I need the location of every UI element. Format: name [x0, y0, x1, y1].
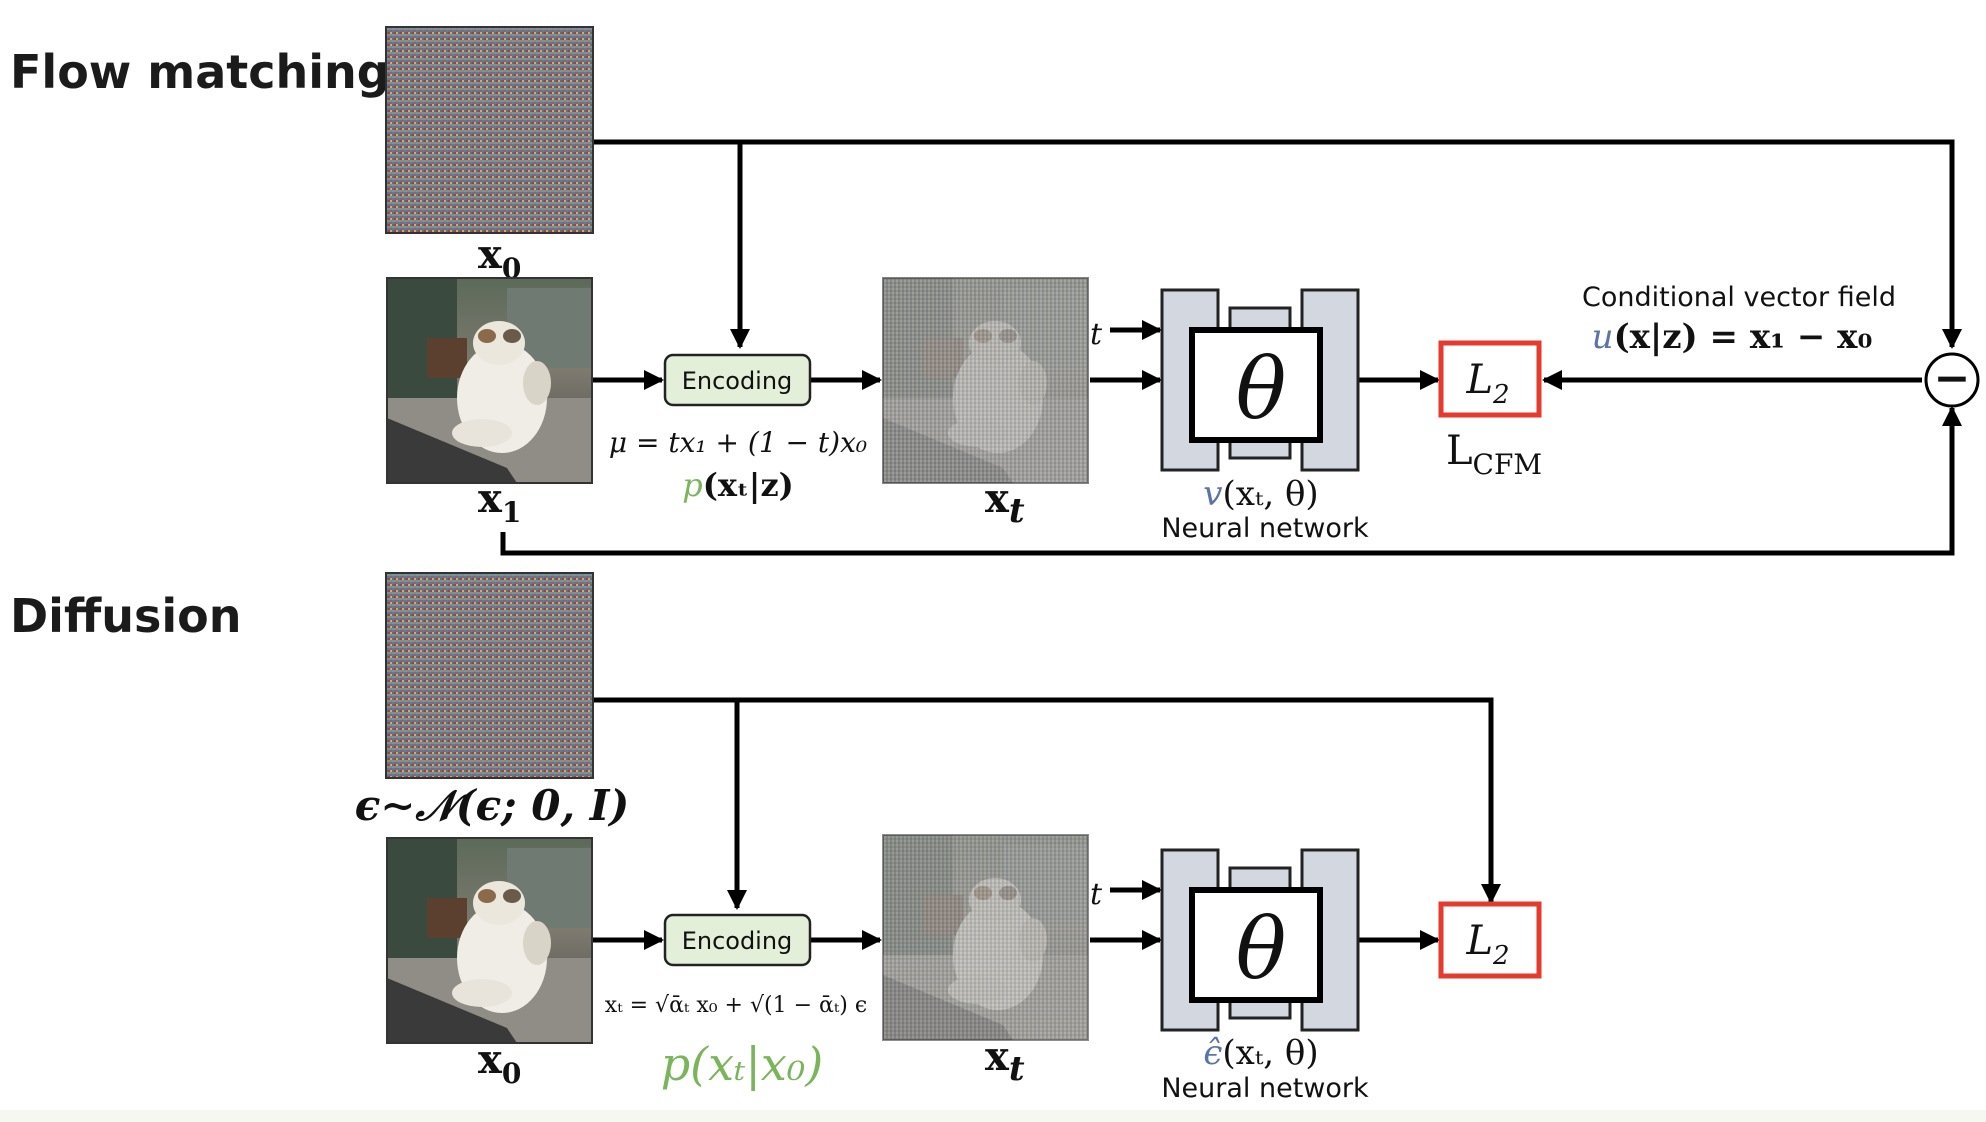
flow-lcfm-label: LCFM [1446, 428, 1542, 481]
flow-loss-label: L2 [1465, 357, 1509, 410]
diffusion-theta-symbol: θ [1236, 900, 1287, 998]
flow-theta-symbol: θ [1236, 340, 1287, 438]
flow-p-label: p(xₜ|z) [682, 466, 794, 504]
flow-v-label: v(xₜ, θ) [1203, 474, 1318, 514]
diffusion-eps-hat-label: ϵ̂(xₜ, θ) [1203, 1033, 1318, 1073]
flow-minus-node [1924, 352, 1980, 408]
diffusion-neural-network-block [1160, 848, 1360, 1032]
flow-t-input-label: t [1090, 317, 1103, 352]
diffusion-eps-to-loss-line [593, 697, 1501, 904]
flow-encoding-box [663, 353, 812, 407]
diffusion-encoding-label: Encoding [682, 927, 793, 955]
flow-u-formula: u(x|z) = x₁ − x₀ [1592, 317, 1873, 357]
diffusion-loss-label: L2 [1465, 918, 1509, 971]
flow-x0-noise-image [385, 26, 594, 234]
flow-cvf-label: Conditional vector field [1582, 282, 1896, 313]
diffusion-xt-label: xt [985, 1033, 1025, 1089]
diffusion-xt-formula: xₜ = √ᾱₜ x₀ + √(1 − ᾱₜ) ϵ [605, 993, 867, 1018]
flow-neural-network-block [1160, 288, 1360, 472]
flow-loss-box [1438, 340, 1542, 418]
flow-xt-noisy-image [882, 277, 1089, 484]
diffusion-network-label: Neural network [1161, 1073, 1369, 1104]
flow-x0-label: x0 [478, 231, 521, 285]
flow-encoding-label: Encoding [682, 367, 793, 395]
diffusion-encoding-box [663, 913, 812, 967]
flow-x1-cat-image [386, 277, 593, 484]
diffusion-t-input-label: t [1090, 877, 1103, 912]
diffusion-x0-cat-image [386, 837, 593, 1044]
diffusion-p-label: p(xₜ|x₀) [661, 1037, 824, 1091]
flow-network-label: Neural network [1161, 513, 1369, 544]
flow-x0-to-minus-line [593, 139, 1962, 349]
flow-title: Flow matching [10, 45, 390, 99]
flow-xt-label: xt [985, 475, 1025, 531]
diffusion-title: Diffusion [10, 589, 241, 643]
flow-x1-to-minus-line [500, 406, 1962, 556]
diffusion-eps-label: ϵ∼𝒩(ϵ; 0, I) [355, 781, 630, 830]
diffusion-eps-noise-image [385, 572, 594, 779]
diffusion-x0-label: x0 [478, 1036, 521, 1090]
diffusion-loss-box [1438, 901, 1542, 979]
flow-minus-symbol: − [1934, 353, 1971, 404]
flow-x1-label: x1 [478, 475, 521, 529]
flow-mu-formula: μ = tx₁ + (1 − t)x₀ [609, 426, 867, 459]
diffusion-xt-noisy-image [882, 834, 1089, 1041]
